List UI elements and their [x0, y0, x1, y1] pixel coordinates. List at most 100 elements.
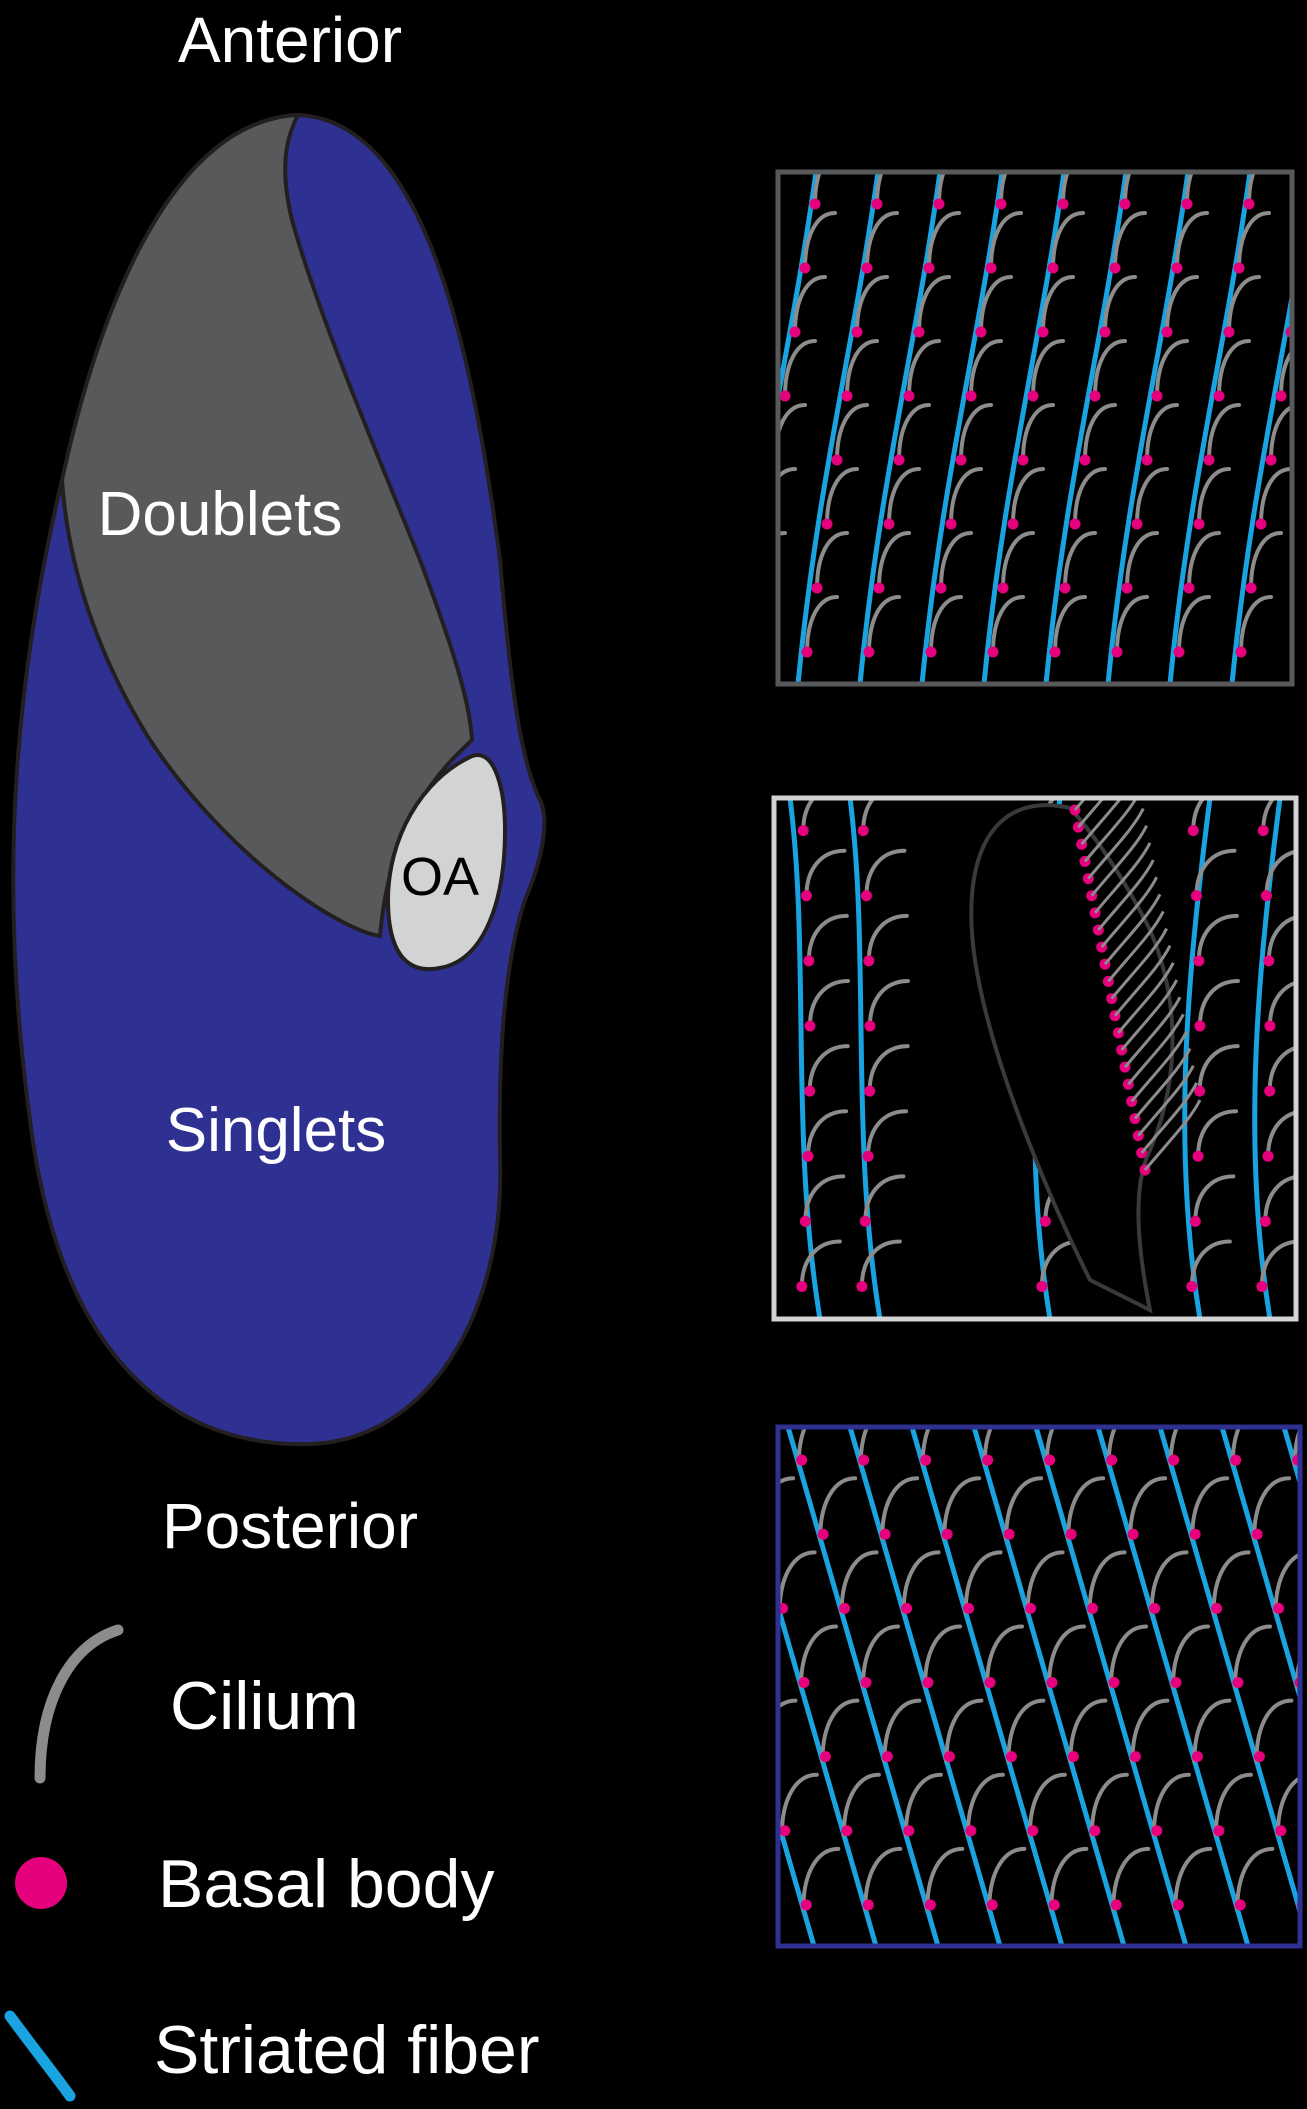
- basal-body: [864, 647, 875, 658]
- basal-body: [861, 1677, 872, 1688]
- basal-body: [800, 1216, 811, 1227]
- basal-body: [1235, 1899, 1246, 1910]
- legend-cilium-label: Cilium: [170, 1672, 359, 1740]
- basal-body: [632, 1529, 643, 1540]
- basal-body: [1149, 1603, 1160, 1614]
- basal-body: [796, 1281, 807, 1292]
- cilium: [739, 1627, 774, 1687]
- basal-body: [856, 1281, 867, 1292]
- basal-body: [1190, 1529, 1201, 1540]
- basal-body: [1234, 263, 1245, 274]
- basal-body: [818, 1529, 829, 1540]
- basal-body: [920, 1455, 931, 1466]
- basal-body: [863, 1151, 874, 1162]
- anterior-label: Anterior: [178, 8, 402, 72]
- basal-body: [1162, 327, 1173, 338]
- basal-body: [858, 825, 869, 836]
- striated-fiber-icon: [10, 2016, 70, 2096]
- basal-body: [864, 1086, 875, 1097]
- basal-body: [894, 455, 905, 466]
- basal-body: [760, 519, 771, 530]
- basal-body: [1171, 1677, 1182, 1688]
- basal-body: [653, 1603, 664, 1614]
- basal-body: [944, 1751, 955, 1762]
- basal-body: [926, 647, 937, 658]
- basal-body: [718, 391, 729, 402]
- basal-body: [613, 1677, 624, 1688]
- basal-body: [708, 455, 719, 466]
- doublets-label: Doublets: [98, 484, 343, 546]
- doublets-detail-panel: [674, 149, 1307, 684]
- basal-body: [882, 1751, 893, 1762]
- basal-body: [852, 327, 863, 338]
- basal-body: [570, 1529, 581, 1540]
- basal-body: [903, 1825, 914, 1836]
- basal-body: [963, 1603, 974, 1614]
- basal-body: [858, 1455, 869, 1466]
- basal-body: [790, 327, 801, 338]
- basal-body: [861, 890, 872, 901]
- basal-body: [1006, 1751, 1017, 1762]
- basal-body: [1194, 1020, 1205, 1031]
- cilium: [713, 405, 743, 460]
- basal-body: [1252, 1529, 1263, 1540]
- basal-body: [739, 1899, 750, 1910]
- basal-body: [715, 1603, 726, 1614]
- basal-body: [923, 1677, 934, 1688]
- basal-body: [864, 1020, 875, 1031]
- basal-body: [1184, 583, 1195, 594]
- basal-body: [1264, 1086, 1275, 1097]
- basal-body: [779, 1825, 790, 1836]
- basal-body: [694, 1529, 705, 1540]
- basal-body: [1264, 1020, 1275, 1031]
- basal-body: [1246, 583, 1257, 594]
- cilium: [677, 1627, 712, 1687]
- basal-body: [1066, 1529, 1077, 1540]
- basal-body: [1025, 1603, 1036, 1614]
- basal-body: [798, 825, 809, 836]
- basal-body: [548, 1455, 559, 1466]
- basal-body: [996, 199, 1007, 210]
- basal-body: [1128, 1529, 1139, 1540]
- basal-body: [956, 455, 967, 466]
- basal-body: [803, 1151, 814, 1162]
- basal-body: [863, 1899, 874, 1910]
- basal-body: [986, 263, 997, 274]
- basal-body: [1058, 199, 1069, 210]
- cilium: [698, 1701, 733, 1761]
- basal-body: [803, 955, 814, 966]
- basal-body: [942, 1529, 953, 1540]
- basal-body: [1174, 647, 1185, 658]
- basal-body: [1275, 1825, 1286, 1836]
- cilium: [675, 1404, 710, 1464]
- cilium: [743, 213, 773, 268]
- basal-body: [1204, 455, 1215, 466]
- cilium: [679, 1849, 714, 1909]
- basal-body: [738, 263, 749, 274]
- basal-body: [688, 583, 699, 594]
- cilium: [703, 469, 733, 524]
- basal-body: [734, 1455, 745, 1466]
- basal-body: [799, 1677, 810, 1688]
- basal-body: [1214, 391, 1225, 402]
- basal-body: [728, 327, 739, 338]
- basal-body: [904, 391, 915, 402]
- basal-body: [842, 391, 853, 402]
- cilium: [720, 1775, 755, 1835]
- basal-body: [1050, 647, 1061, 658]
- legend: [10, 1630, 118, 2096]
- basal-body: [737, 1677, 748, 1688]
- basal-body: [998, 583, 1009, 594]
- singlets-detail-panel: [540, 1404, 1307, 1946]
- basal-body: [1109, 1677, 1120, 1688]
- basal-body: [1089, 1825, 1100, 1836]
- basal-body: [1044, 1455, 1055, 1466]
- basal-body: [758, 1751, 769, 1762]
- basal-body: [1263, 955, 1274, 966]
- basal-body: [1110, 263, 1121, 274]
- basal-body: [1130, 1751, 1141, 1762]
- cilium-icon: [40, 1630, 118, 1778]
- legend-basal-body-label: Basal body: [158, 1850, 494, 1918]
- basal-body: [812, 583, 823, 594]
- basal-body: [987, 1899, 998, 1910]
